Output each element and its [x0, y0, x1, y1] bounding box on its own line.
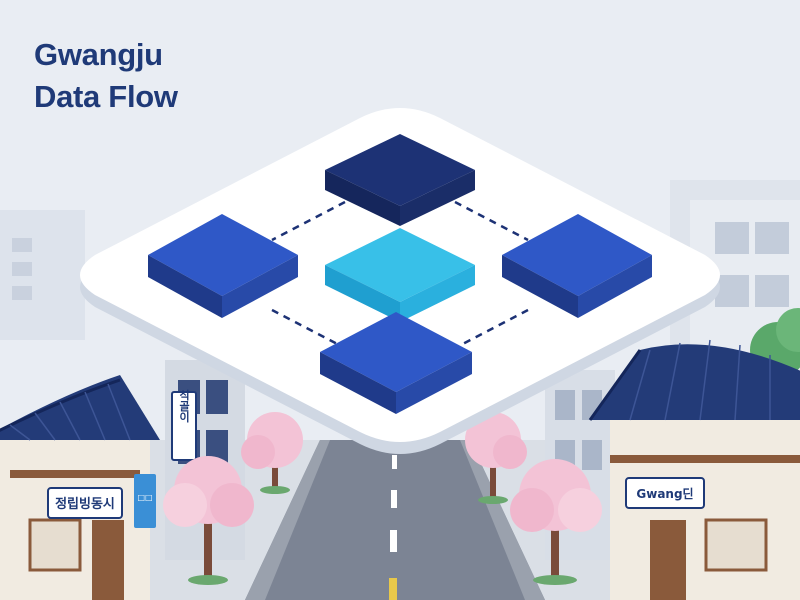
cherry-tree-left-back: [241, 412, 303, 494]
road: [245, 440, 545, 600]
cherry-tree-right-back: [465, 412, 527, 504]
connector-bottom-left: [271, 308, 346, 350]
connector-top-right: [454, 200, 529, 242]
hanok-right: Gwang딘: [588, 339, 800, 600]
connector-top-left: [271, 200, 346, 242]
road-lane-markings: [389, 455, 397, 600]
vertical-sign-left: 식골이: [171, 388, 197, 461]
block-right: [502, 214, 652, 318]
block-center: [325, 228, 475, 322]
vertical-sign-text: 식골이: [178, 388, 191, 423]
block-bottom: [320, 312, 472, 414]
block-top: [325, 134, 475, 226]
small-blue-sign: [134, 474, 156, 528]
cherry-tree-right-front: [510, 459, 602, 585]
shop-sign-right: [625, 477, 705, 509]
page-title: Gwangju Data Flow: [34, 34, 178, 118]
cherry-tree-left-front: [163, 456, 254, 585]
title-line-2: Data Flow: [34, 79, 178, 114]
shop-sign-left: [47, 487, 123, 519]
block-left: [148, 214, 298, 318]
connector-bottom-right: [454, 308, 529, 350]
hanok-left: 정립빙동시 □□: [0, 375, 160, 600]
svg-text:□□: □□: [137, 493, 152, 502]
background-building-left: [0, 210, 85, 340]
shop-sign-left-text: 정립빙동시: [55, 496, 115, 512]
shop-sign-right-text: Gwang딘: [636, 486, 693, 501]
title-line-1: Gwangju: [34, 37, 163, 72]
dashed-connectors: [271, 200, 529, 350]
